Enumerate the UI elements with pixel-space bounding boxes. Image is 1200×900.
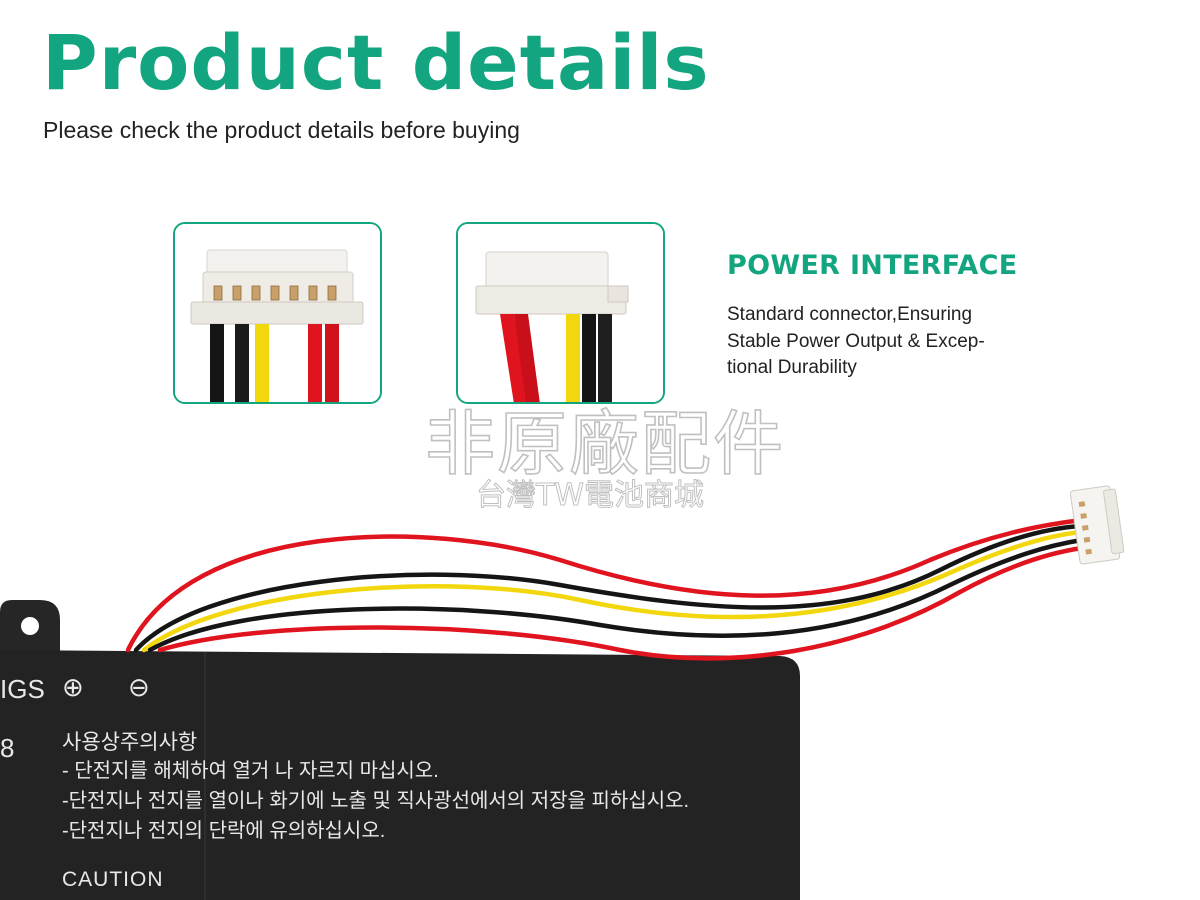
connector-closeup-front — [173, 222, 382, 404]
wire-black — [133, 523, 1085, 653]
minus-icon: ⊖ — [128, 672, 150, 702]
cable-connector — [1069, 485, 1125, 565]
power-interface-line: Standard connector,Ensuring — [727, 304, 973, 325]
watermark-sub: 台灣TW電池商城 — [476, 478, 705, 514]
caution-label: CAUTION — [62, 868, 164, 891]
power-interface-line: tional Durability — [727, 357, 857, 378]
battery-edge-number: 8 — [0, 733, 15, 763]
warning-list: - 단전지를 해체하여 열거 나 자르지 마십시오. -단전지나 전지를 열이나… — [62, 756, 689, 846]
connector-closeup-side — [456, 222, 665, 404]
cable-harness — [125, 517, 1085, 661]
power-interface-line: Stable Power Output & Excep- — [727, 330, 985, 352]
page-subtitle: Please check the product details before … — [43, 117, 520, 143]
warning-line: -단전지나 전지의 단락에 유의하십시오. — [62, 820, 386, 842]
mount-hole — [21, 617, 39, 635]
battery-edge-text: IGS — [0, 674, 45, 704]
page-title: Product details — [42, 18, 710, 107]
warning-line: -단전지나 전지를 열이나 화기에 노출 및 직사광선에서의 저장을 피하십시오… — [62, 790, 690, 812]
plus-icon: ⊕ — [62, 672, 84, 702]
wire-red — [125, 517, 1085, 653]
power-interface-description: Standard connector,Ensuring Stable Power… — [727, 302, 1027, 382]
warning-title: 사용상주의사항 — [62, 731, 198, 754]
wire-yellow — [141, 529, 1085, 653]
power-interface-heading: POWER INTERFACE — [727, 250, 1018, 281]
battery-body — [0, 650, 800, 900]
warning-line: - 단전지를 해체하여 열거 나 자르지 마십시오. — [62, 760, 439, 782]
wire-red-2 — [157, 545, 1085, 661]
watermark-main: 非原廠配件 — [424, 402, 785, 486]
wire-black-2 — [147, 537, 1085, 653]
